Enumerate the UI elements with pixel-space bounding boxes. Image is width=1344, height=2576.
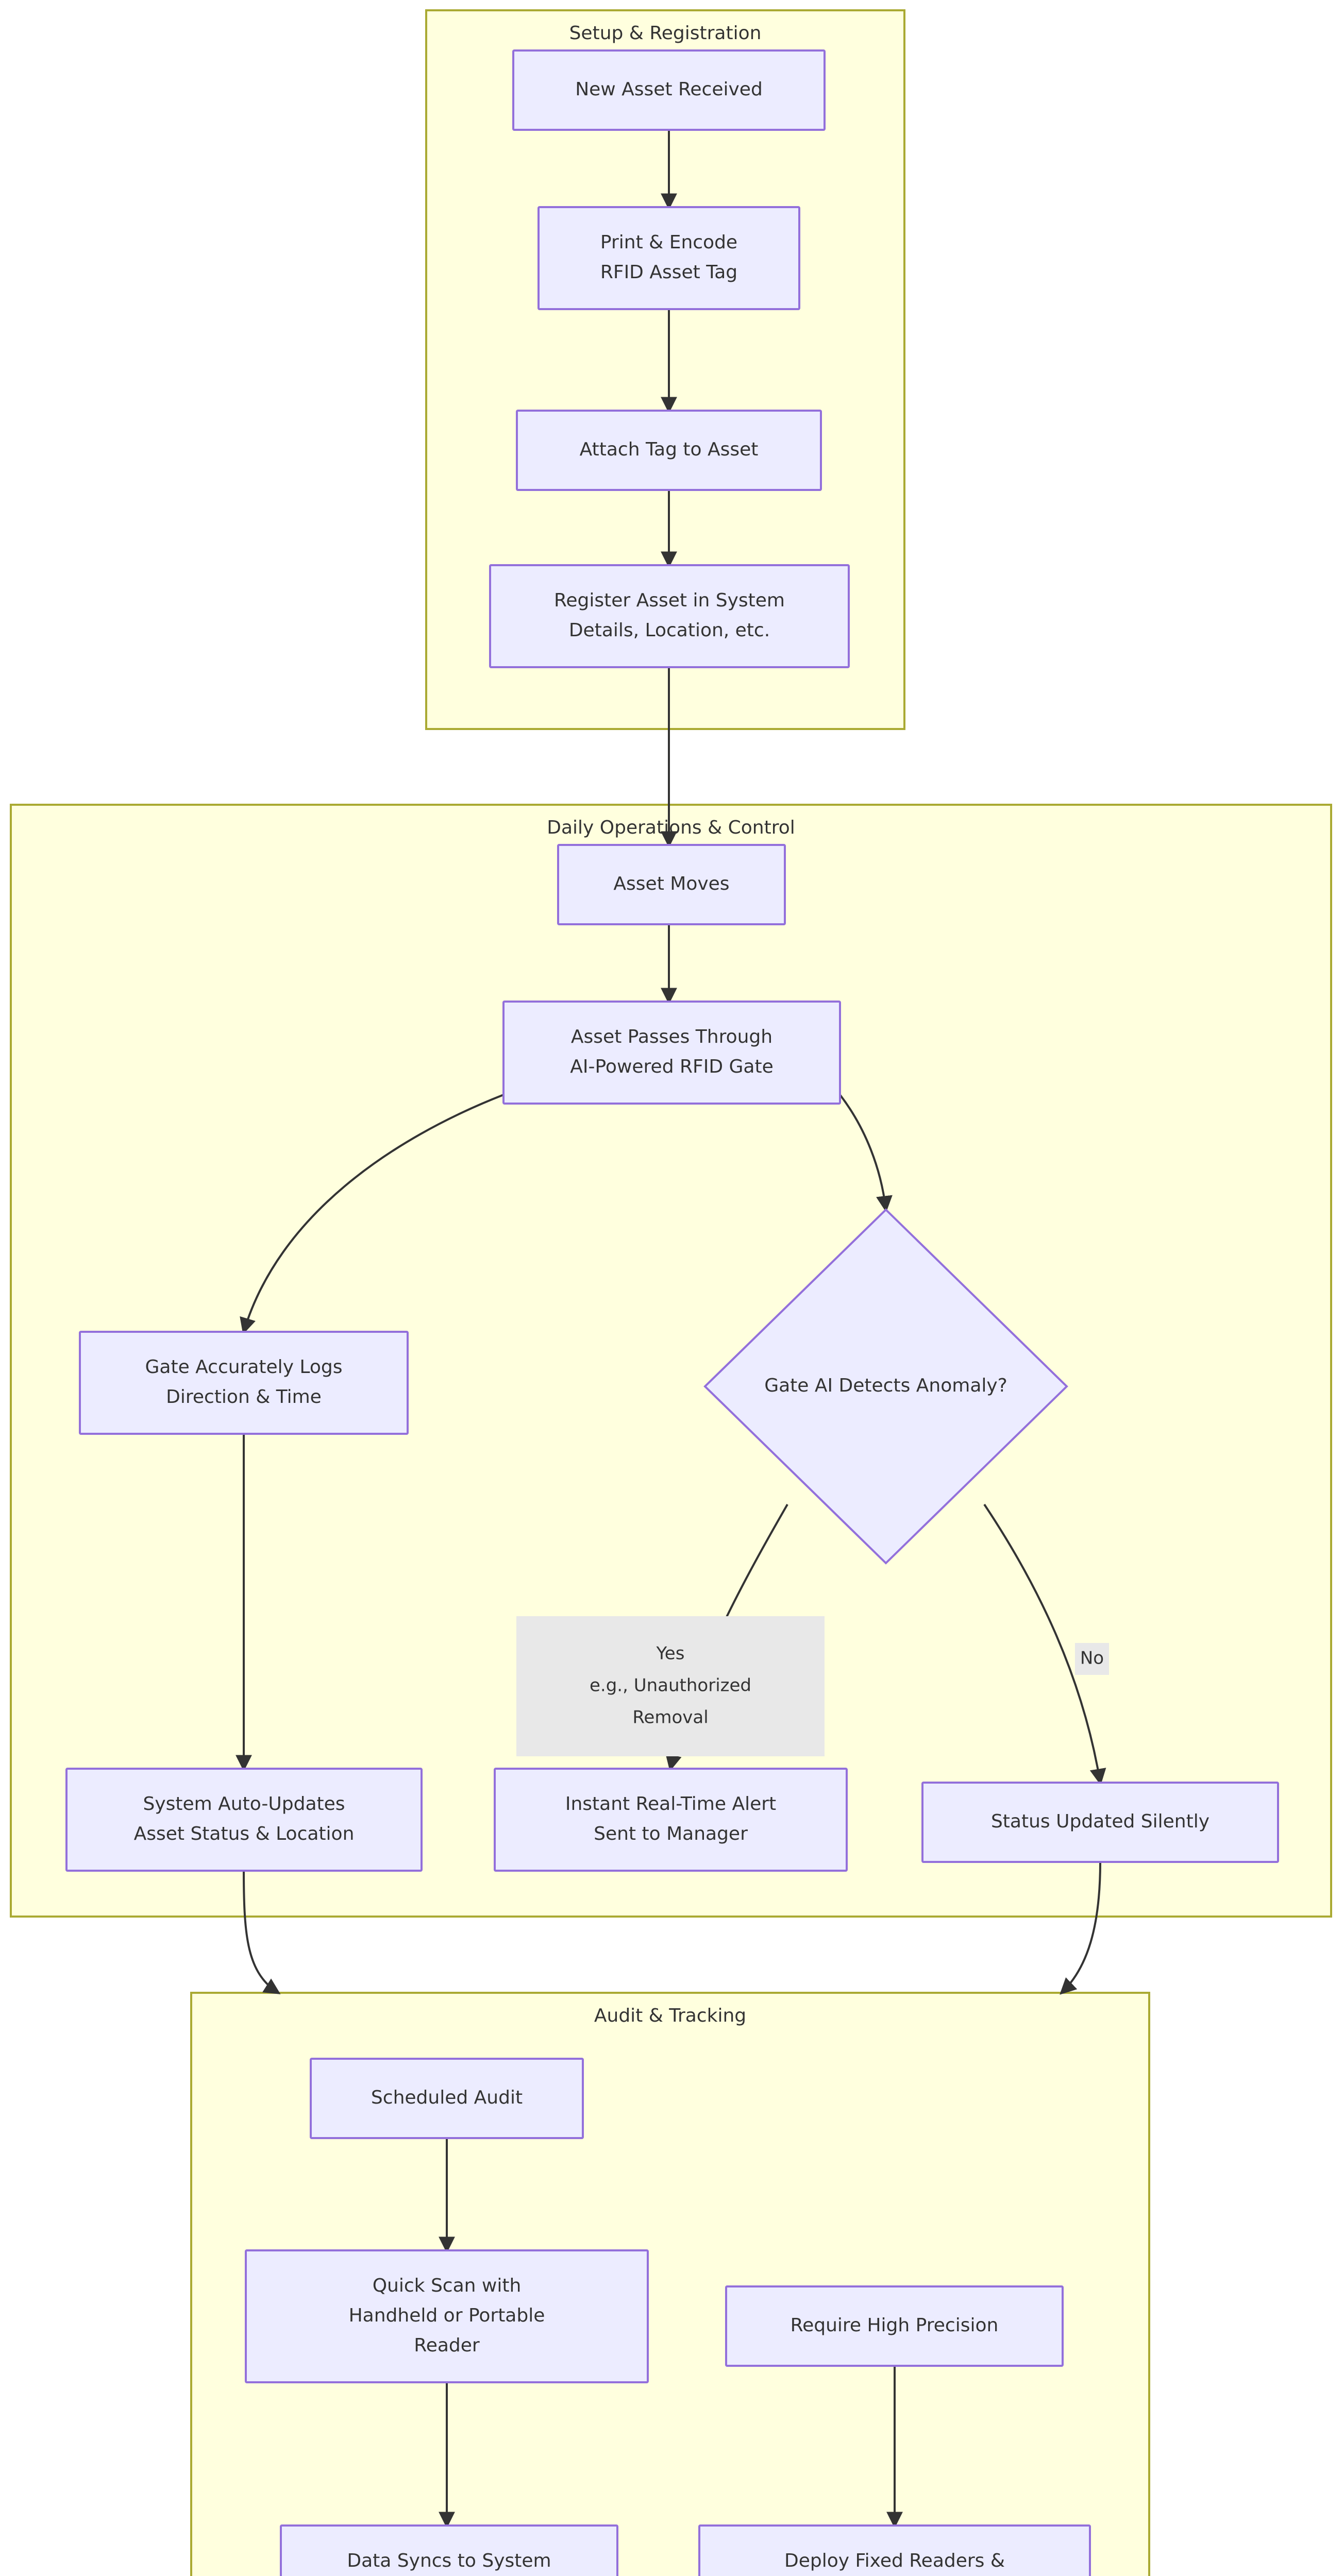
node-label-line: Asset Status & Location	[134, 1823, 355, 1844]
edge-label-line: No	[1080, 1648, 1104, 1669]
node-shape-rect[interactable]	[921, 1782, 1279, 1863]
node-shape-rect[interactable]	[537, 206, 800, 310]
node-label-line: Attach Tag to Asset	[580, 439, 759, 460]
node-shape-rect[interactable]	[65, 1768, 423, 1872]
node-new_asset[interactable]: New Asset Received	[512, 49, 826, 131]
node-label-line: Quick Scan with	[373, 2275, 522, 2296]
edge-label-background	[516, 1616, 825, 1756]
node-label-line: Reader	[414, 2335, 480, 2356]
node-label-line: Print & Encode	[600, 232, 737, 253]
node-label-line: Handheld or Portable	[349, 2305, 545, 2326]
node-shape-rect[interactable]	[79, 1331, 409, 1435]
node-label-line: Direction & Time	[166, 1386, 322, 1408]
node-label-line: Instant Real-Time Alert	[565, 1793, 776, 1815]
edge-auto_update-to-scheduled_audit	[243, 1870, 281, 1994]
node-deploy_readers[interactable]: Deploy Fixed Readers &Antennas	[698, 2524, 1091, 2576]
cluster-title: Setup & Registration	[569, 23, 762, 44]
node-shape-rect[interactable]	[516, 410, 822, 491]
node-label-line: Gate Accurately Logs	[145, 1357, 343, 1378]
node-data_sync[interactable]: Data Syncs to Systemin Real-Time	[280, 2524, 618, 2576]
node-attach_tag[interactable]: Attach Tag to Asset	[516, 410, 822, 491]
node-high_precision[interactable]: Require High Precision	[725, 2285, 1064, 2367]
node-label-line: Gate AI Detects Anomaly?	[764, 1375, 1007, 1396]
node-label-line: AI-Powered RFID Gate	[570, 1056, 773, 1077]
node-shape-rect[interactable]	[494, 1768, 848, 1872]
node-label-line: Data Syncs to System	[347, 2550, 551, 2571]
edge-status_silent-to-high_precision	[1060, 1861, 1101, 1995]
node-label-line: Register Asset in System	[554, 590, 785, 611]
node-shape-rect[interactable]	[725, 2285, 1064, 2367]
node-label-line: Sent to Manager	[594, 1823, 748, 1844]
edge-label-line: Yes	[656, 1643, 685, 1664]
node-anomaly_check[interactable]: Gate AI Detects Anomaly?	[703, 1208, 1068, 1565]
edge-gate_pass-to-anomaly_check	[839, 1094, 893, 1213]
node-shape-rect[interactable]	[489, 564, 850, 668]
node-label-line: System Auto-Updates	[143, 1793, 345, 1815]
node-label-line: Require High Precision	[791, 2315, 999, 2336]
node-status_silent[interactable]: Status Updated Silently	[921, 1782, 1279, 1863]
edge-anomaly_check-to-status_silent	[983, 1503, 1106, 1786]
node-asset_moves[interactable]: Asset Moves	[557, 844, 786, 925]
node-scheduled_audit[interactable]: Scheduled Audit	[310, 2058, 584, 2139]
node-shape-rect[interactable]	[280, 2524, 618, 2576]
node-shape-rect[interactable]	[310, 2058, 584, 2139]
node-label-line: Status Updated Silently	[991, 1811, 1209, 1832]
node-shape-rect[interactable]	[557, 844, 786, 925]
node-label-line: New Asset Received	[575, 79, 763, 100]
edge-label-line: e.g., Unauthorized	[590, 1675, 751, 1696]
node-label-line: Asset Moves	[613, 873, 729, 894]
edge-label-line: Removal	[632, 1707, 708, 1728]
node-shape-diamond[interactable]	[703, 1208, 1068, 1565]
node-shape-rect[interactable]	[245, 2249, 649, 2383]
edge-label-no: No	[1075, 1643, 1109, 1675]
node-label-line: Deploy Fixed Readers &	[784, 2550, 1005, 2571]
cluster-title: Daily Operations & Control	[547, 817, 795, 838]
node-label-line: Details, Location, etc.	[569, 620, 770, 641]
node-label-line: Scheduled Audit	[371, 2087, 523, 2108]
edge-gate_pass-to-gate_logs	[240, 1094, 504, 1335]
node-label-line: Asset Passes Through	[571, 1026, 772, 1047]
node-shape-rect[interactable]	[502, 1001, 841, 1105]
node-shape-rect[interactable]	[698, 2524, 1091, 2576]
node-shape-rect[interactable]	[512, 49, 826, 131]
edge-label-background	[1075, 1643, 1109, 1675]
node-label-line: RFID Asset Tag	[600, 262, 737, 283]
cluster-title: Audit & Tracking	[594, 2005, 746, 2026]
